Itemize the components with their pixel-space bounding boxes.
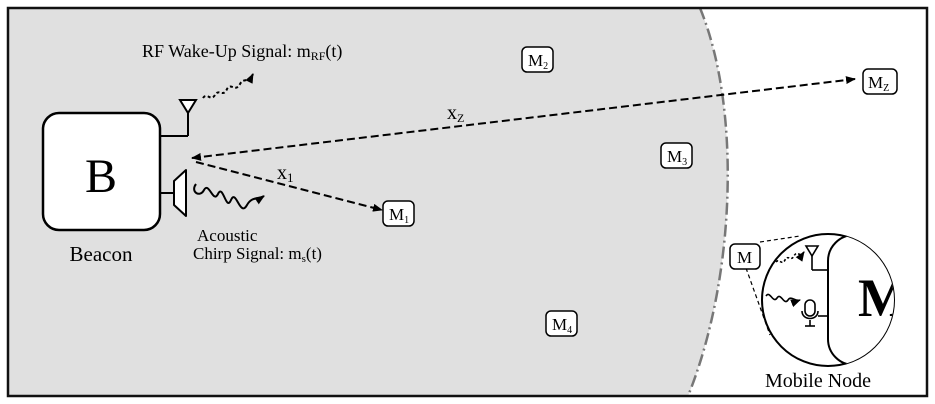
diagram-frame (6, 6, 929, 398)
distance-label-xz: xZ (447, 102, 464, 125)
svg-text:M: M (737, 248, 752, 267)
distance-label-x1: x1 (277, 162, 294, 185)
inset-acoustic-wave-icon (765, 293, 801, 308)
coverage-boundary (686, 7, 729, 397)
inset-callout-line (759, 235, 801, 243)
beacon-speaker-icon (160, 169, 187, 217)
mobile-node-caption: Mobile Node (765, 370, 871, 392)
inset-small-node: M (729, 243, 761, 270)
acoustic-wave-icon (193, 183, 265, 210)
beacon-caption: Beacon (70, 242, 133, 266)
inset-antenna-icon (804, 245, 828, 271)
node-mz: MZ (862, 68, 898, 95)
rf-signal-label: RF Wake-Up Signal: mRF(t) (142, 41, 342, 63)
svg-text:M3: M3 (667, 147, 687, 168)
svg-text:M1: M1 (389, 205, 409, 226)
beacon: B Beacon (41, 111, 162, 266)
node-m2: M2 (521, 46, 554, 73)
beacon-glyph: B (85, 150, 117, 203)
distance-arrow-xz (191, 76, 856, 161)
distance-arrow-x1 (195, 161, 383, 212)
beacon-box (41, 111, 162, 232)
mobile-device-glyph: M (858, 268, 909, 328)
node-m3: M3 (660, 142, 693, 169)
inset-microphone-icon (801, 299, 828, 327)
mobile-node-inset: M M Mobile Node (729, 233, 909, 392)
svg-text:M4: M4 (552, 315, 572, 336)
node-m1: M1 (382, 200, 415, 227)
svg-text:M2: M2 (528, 51, 548, 72)
svg-text:MZ: MZ (868, 73, 889, 94)
acoustic-label-line2: Chirp Signal: ms(t) (193, 244, 322, 265)
inset-rf-wave-icon (775, 251, 805, 264)
node-m4: M4 (545, 310, 578, 337)
acoustic-label-line1: Acoustic (197, 226, 258, 245)
